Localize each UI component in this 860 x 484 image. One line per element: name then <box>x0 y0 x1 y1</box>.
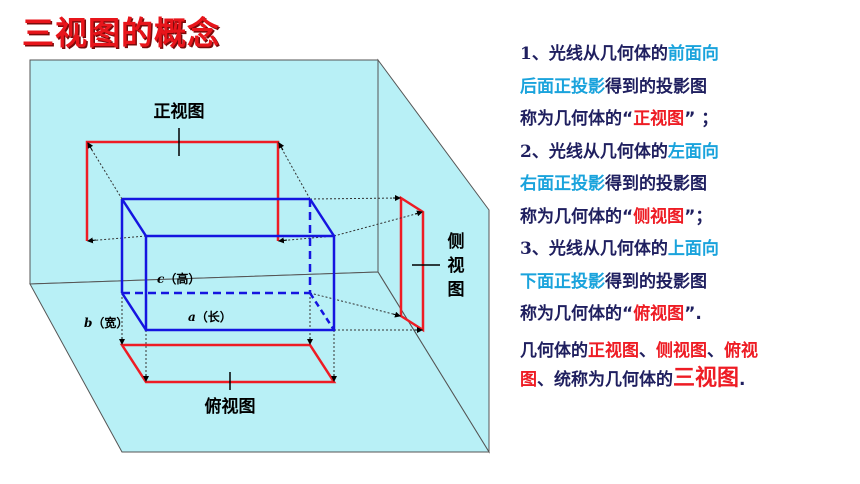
height-label: c（高） <box>157 271 200 286</box>
side-view-label-3: 图 <box>448 280 465 300</box>
width-label: b（宽） <box>84 315 128 330</box>
front-view-projection <box>85 140 280 241</box>
three-views-summary: 几何体的正视图、侧视图、俯视 图、统称为几何体的三视图. <box>520 340 758 391</box>
side-view-label-2: 视 <box>448 255 465 276</box>
page-title: 三视图的概念 <box>22 14 221 52</box>
top-view-label: 俯视图 <box>205 396 256 417</box>
side-view-label-1: 侧 <box>448 231 465 252</box>
side-view-definition: 2、光线从几何体的左面向 右面正投影得到的投影图 称为几何体的“侧视图”； <box>520 141 719 227</box>
back-wall-plane <box>29 59 379 285</box>
three-view-diagram: 正视图 侧 视 图 俯视图 c（高） a（长） b（宽） <box>29 58 490 454</box>
length-label: a（长） <box>188 309 232 324</box>
front-view-definition: 1、光线从几何体的前面向 后面正投影得到的投影图 称为几何体的“正视图” ； <box>520 44 719 129</box>
definition-panel: 1、光线从几何体的前面向 后面正投影得到的投影图 称为几何体的“正视图” ； 2… <box>520 38 850 394</box>
top-view-definition: 3、光线从几何体的上面向 下面正投影得到的投影图 称为几何体的“俯视图”. <box>520 239 719 324</box>
top-view-projection <box>119 343 337 384</box>
cuboid <box>120 197 336 332</box>
projection-arrows <box>87 142 423 382</box>
front-view-label: 正视图 <box>154 101 205 122</box>
